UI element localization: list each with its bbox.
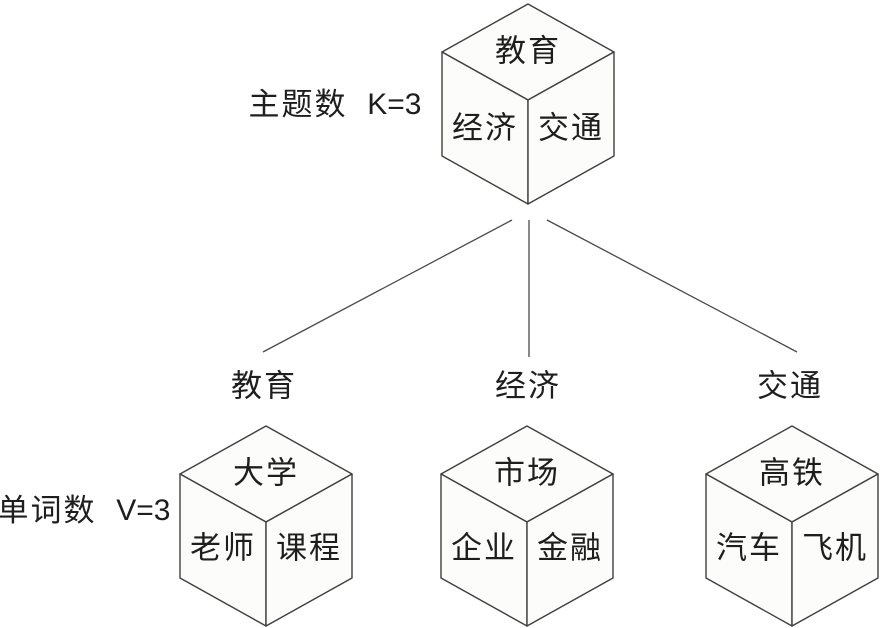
connector-line-transport (546, 219, 798, 353)
word-cube-transport-right-face (791, 473, 879, 627)
topic-count-caption-eq: K=3 (367, 88, 421, 121)
word-cube-economy-right-face (526, 473, 614, 627)
branch-label-economy: 经济 (495, 369, 561, 404)
topic-count-caption: 主题数 K=3 (249, 87, 422, 122)
topic-cube-right-label: 交通 (538, 111, 604, 146)
word-cube-education-right-face (265, 473, 353, 627)
topic-cube: 教育 经济 交通 (441, 3, 615, 205)
topic-cube-left-label: 经济 (452, 111, 518, 146)
word-cube-economy-left-label: 企业 (451, 531, 517, 566)
word-cube-education-top-label: 大学 (233, 456, 299, 491)
connector-line-education (262, 219, 513, 353)
word-count-caption-cjk: 单词数 (0, 493, 97, 528)
word-cube-transport-left-label: 汽车 (716, 531, 782, 566)
topic-count-caption-cjk: 主题数 (249, 87, 348, 122)
topic-cube-right-face (527, 51, 615, 205)
word-count-caption: 单词数 V=3 (0, 493, 170, 528)
word-cube-education-left-label: 老师 (190, 531, 256, 566)
word-cube-education: 大学 老师 课程 (179, 425, 353, 627)
branch-label-transport: 交通 (757, 369, 823, 404)
word-cube-transport-right-label: 飞机 (802, 531, 868, 566)
word-cube-transport: 高铁 汽车 飞机 (705, 425, 879, 627)
word-cube-economy-right-label: 金融 (537, 531, 603, 566)
word-cube-economy: 市场 企业 金融 (440, 425, 614, 627)
word-cube-economy-top-label: 市场 (494, 456, 560, 491)
word-cube-education-right-label: 课程 (276, 531, 342, 566)
word-count-caption-eq: V=3 (116, 494, 170, 527)
branch-label-education: 教育 (231, 369, 297, 404)
word-cube-transport-top-label: 高铁 (759, 456, 825, 491)
topic-cube-top-label: 教育 (495, 34, 561, 69)
